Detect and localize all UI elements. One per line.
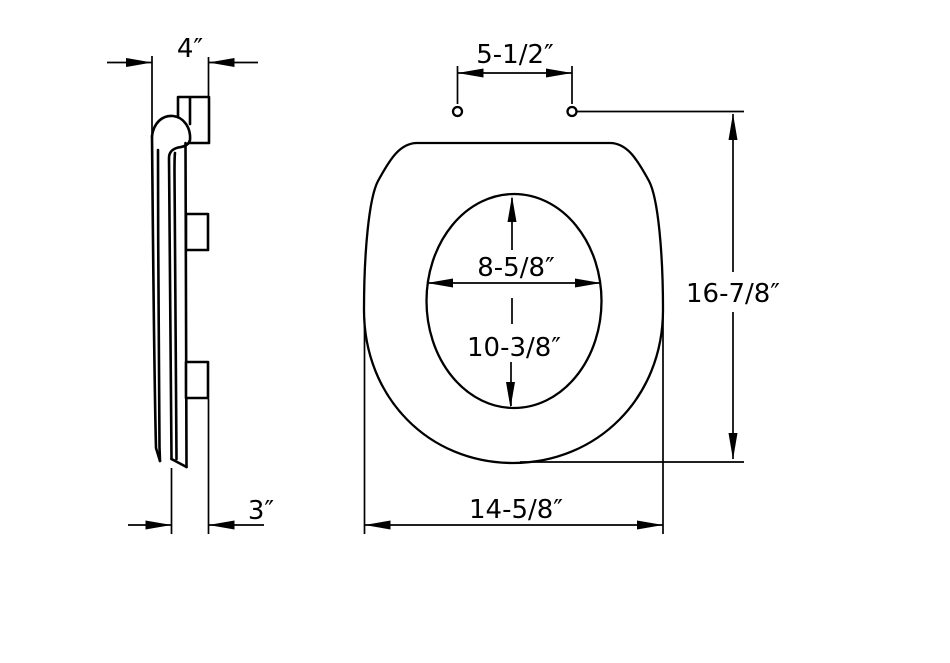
seat-opening-ellipse: [425, 192, 603, 410]
bumper-lower: [184, 360, 210, 400]
arrowhead-right: [546, 68, 572, 78]
arrowhead-right: [575, 278, 601, 288]
seat-profile-back-edge: [184, 141, 188, 469]
dim-label-opening-depth: 10-3/8″: [467, 333, 561, 363]
arrowhead-up: [507, 196, 517, 222]
arrowhead-left: [364, 520, 391, 530]
seat-outline: [362, 141, 665, 465]
seat-profile-front-edge: [150, 134, 162, 463]
arrowhead-down: [506, 382, 515, 408]
seat-profile-mid-left: [167, 145, 183, 461]
arrowhead-up: [728, 113, 738, 140]
arrowhead-left: [208, 58, 235, 67]
arrowhead-right: [126, 58, 152, 67]
dim-label-bottom-thickness: 3″: [248, 496, 275, 526]
arrowhead-right: [637, 520, 663, 530]
arrowhead-left: [427, 278, 453, 288]
seat-profile-mid-right: [173, 151, 178, 461]
seat-profile-bottom-edge: [170, 457, 188, 469]
bumper-upper: [184, 212, 210, 252]
hinge-hole-right: [566, 105, 578, 118]
dim-label-overall-length: 16-7/8″: [686, 279, 780, 309]
arrowhead-right: [145, 520, 172, 530]
dim-label-top-width: 4″: [177, 34, 204, 64]
dim-label-hole-spacing: 5-1/2″: [476, 40, 554, 70]
arrowhead-down: [728, 433, 738, 460]
hinge-knuckle: [150, 114, 192, 149]
hinge-hole-left: [451, 105, 464, 118]
hinge-knuckle-fill: [152, 115, 191, 150]
arrowhead-left: [457, 68, 484, 78]
side-view: 4″ 3″: [107, 34, 274, 534]
arrowhead-left: [208, 520, 235, 530]
seat-profile-front-inner: [156, 148, 162, 463]
plan-view: 5-1/2″ 8-5/8″ 10-3/8″ 16-7/8″ 14-5/8″: [362, 40, 780, 534]
dim-label-opening-width: 8-5/8″: [477, 253, 555, 283]
dim-label-overall-width: 14-5/8″: [469, 495, 563, 525]
